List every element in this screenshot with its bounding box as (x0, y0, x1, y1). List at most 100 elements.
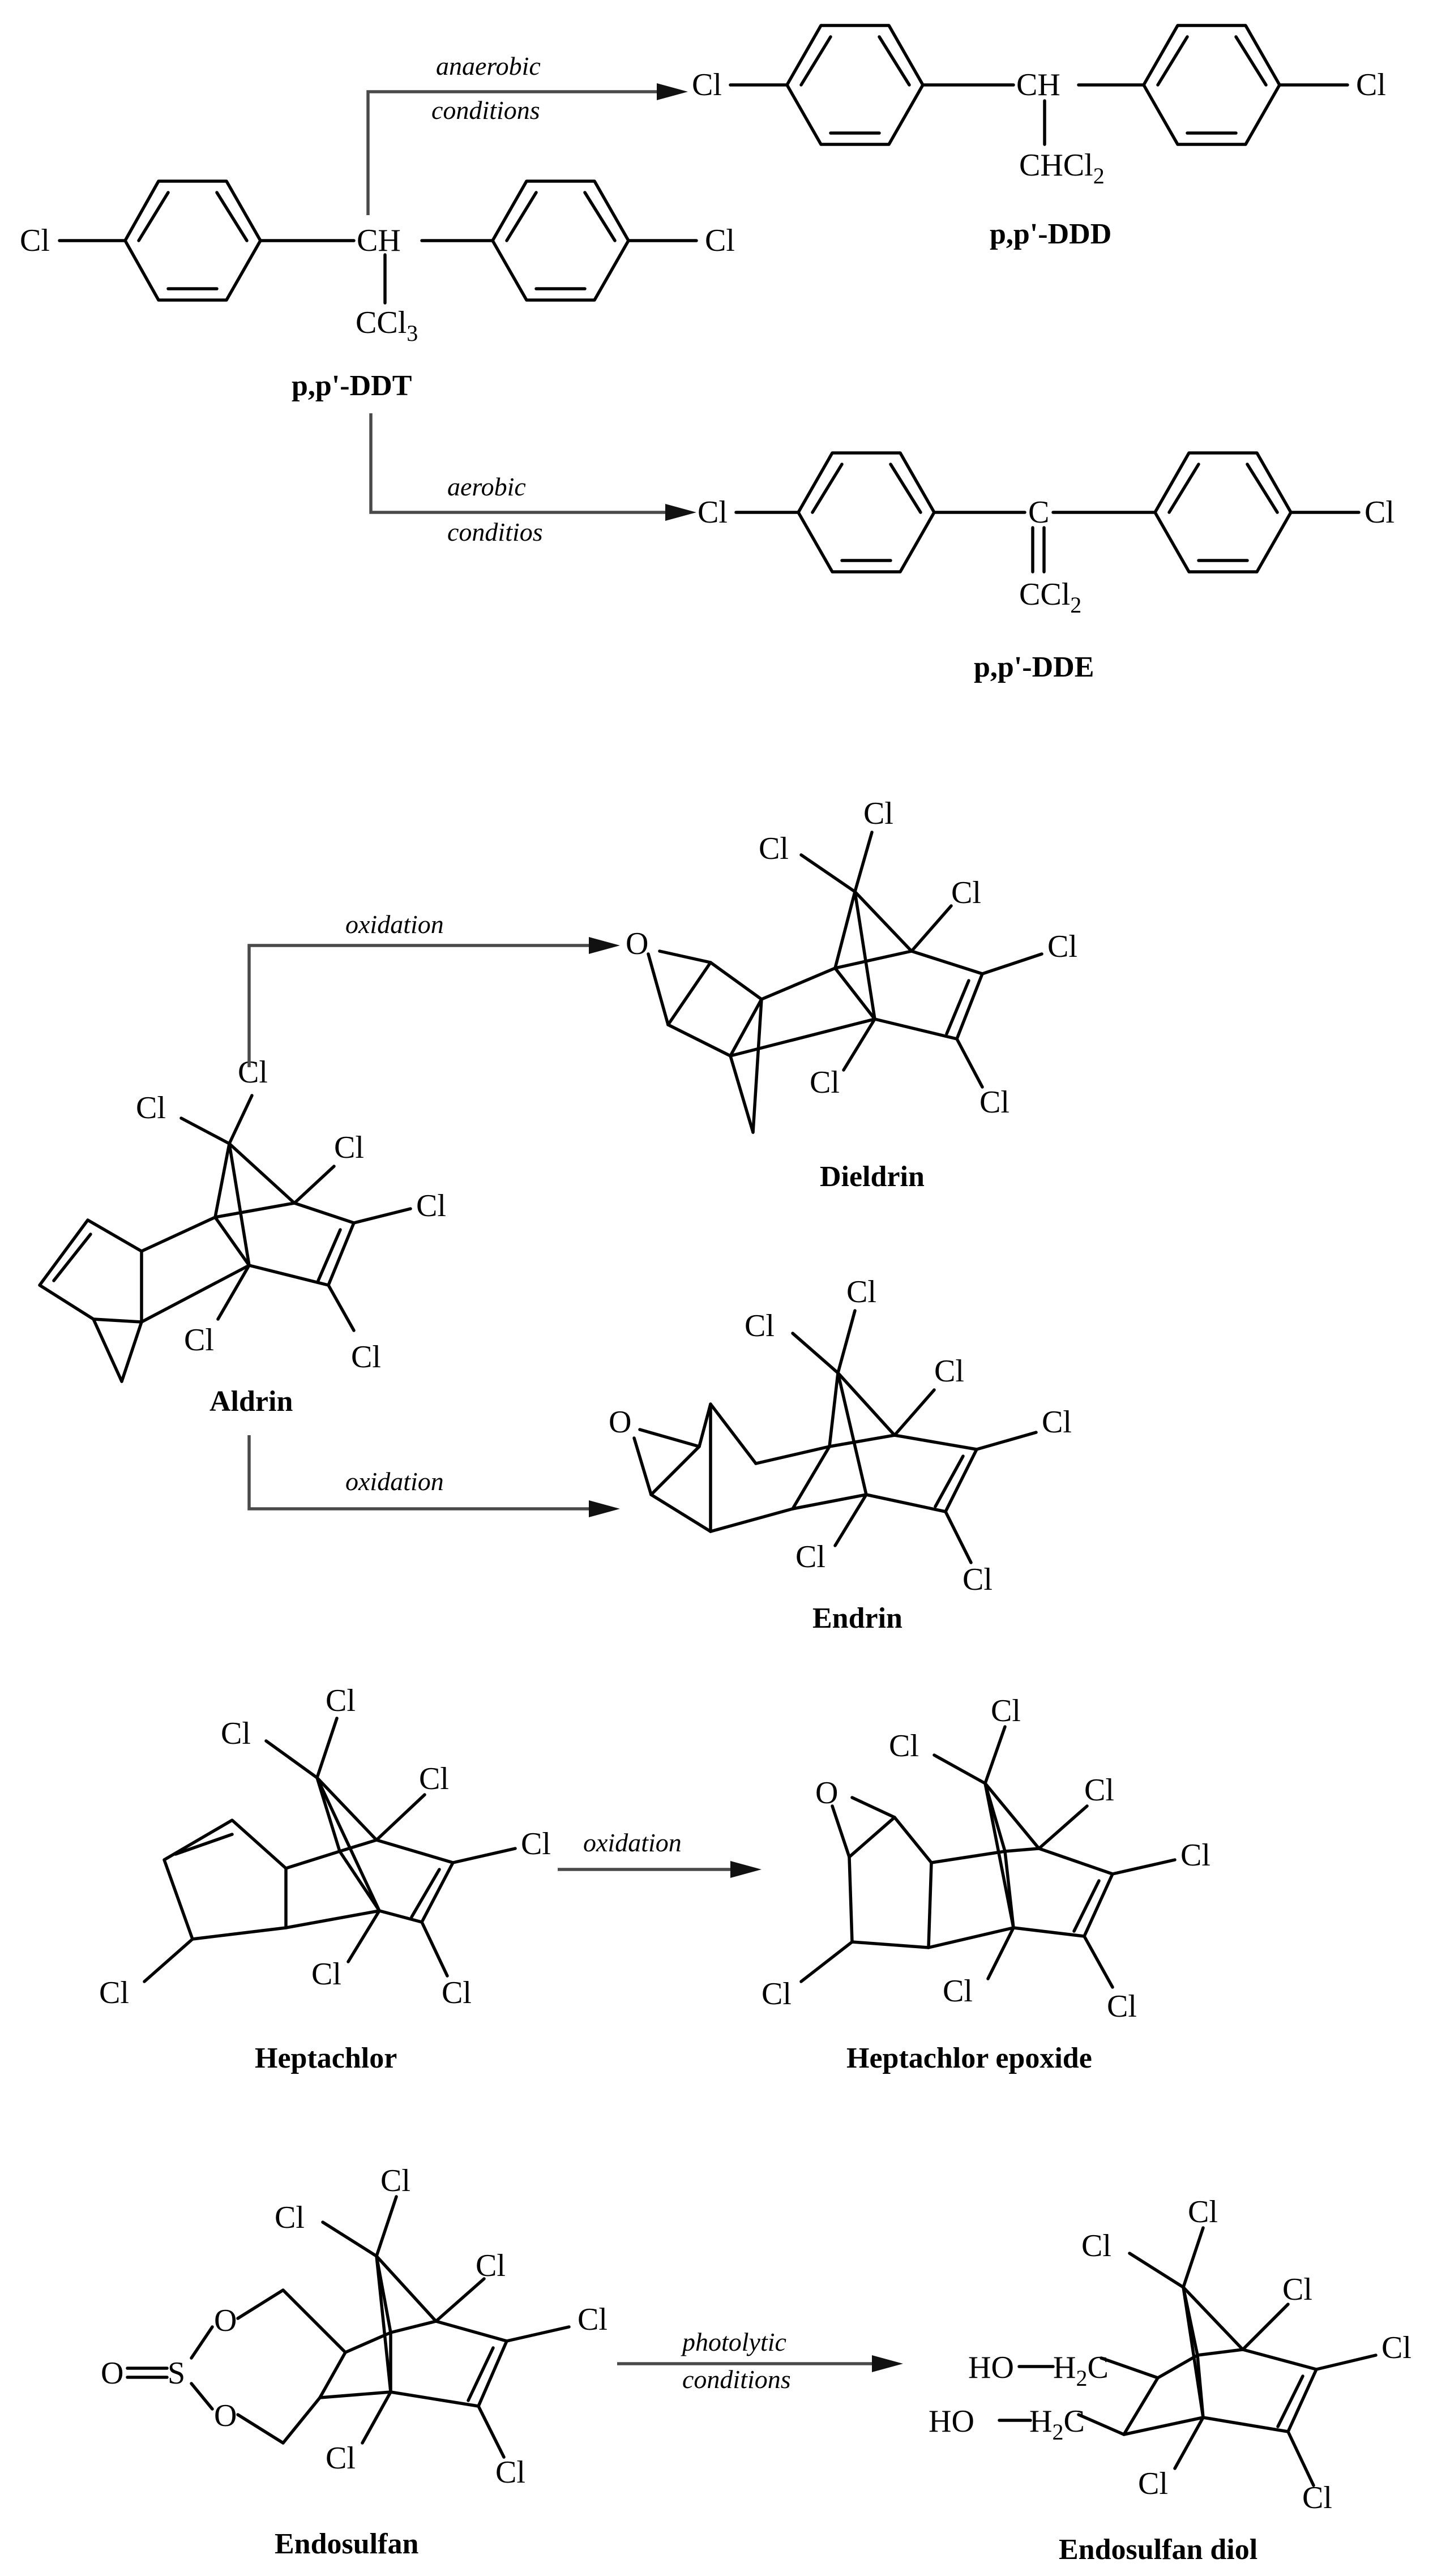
ddt-ch: CH (357, 223, 401, 258)
heptachlor-structure: Cl Cl Cl Cl Cl Cl Cl (99, 1683, 551, 2010)
endosulfan-diol-ch2-1: H2C (1053, 2350, 1109, 2391)
aldrin-name: Aldrin (209, 1385, 293, 1418)
ddd-structure: Cl CH CHCl2 Cl (692, 24, 1386, 189)
dde-cl-left: Cl (698, 495, 728, 530)
endosulfan-diol-ho-2: HO (929, 2404, 974, 2439)
arrow-ddt-to-ddd (366, 83, 688, 215)
condition-conditions-ddd: conditions (431, 96, 540, 125)
condition-conditios: conditios (447, 517, 543, 546)
endrin-cl-1: Cl (846, 1274, 876, 1310)
dde-ccl: CCl2 (1019, 577, 1081, 618)
heptachlor-cl-2: Cl (221, 1716, 251, 1751)
ddd-chcl: CHCl2 (1019, 148, 1105, 189)
aldrin-cl-5: Cl (184, 1323, 214, 1358)
heptachlor-cl-4: Cl (521, 1826, 551, 1862)
endosulfan-diol-ho-1: HO (968, 2350, 1014, 2385)
dieldrin-cl-6: Cl (979, 1085, 1009, 1120)
dde-name: p,p'-DDE (974, 651, 1094, 683)
heptachlor-epoxide-cl-5: Cl (762, 1976, 792, 2012)
arrow-ddt-to-dde (369, 413, 696, 521)
dde-structure: Cl C CCl2 Cl (698, 451, 1394, 618)
condition-anaerobic: anaerobic (436, 52, 541, 80)
arrow-aldrin-to-dieldrin (247, 937, 620, 1067)
condition-photolytic: photolytic (681, 2327, 786, 2356)
heptachlor-cl-5: Cl (99, 1975, 129, 2010)
heptachlor-cl-1: Cl (326, 1683, 356, 1718)
dieldrin-cl-2: Cl (759, 831, 789, 866)
ddt-cl-left: Cl (20, 223, 50, 258)
endosulfan-diol-name: Endosulfan diol (1059, 2534, 1257, 2566)
endosulfan-diol-cl-1: Cl (1188, 2194, 1218, 2230)
dieldrin-cl-5: Cl (810, 1065, 840, 1100)
heptachlor-epoxide-name: Heptachlor epoxide (846, 2042, 1092, 2074)
endosulfan-diol-cl-4: Cl (1381, 2330, 1411, 2365)
ddd-ch: CH (1016, 67, 1060, 102)
endosulfan-cl-5: Cl (326, 2441, 356, 2476)
dieldrin-structure: O Cl Cl Cl Cl Cl Cl (626, 796, 1077, 1134)
arrow-endosulfan-to-diol (617, 2355, 903, 2372)
heptachlor-epoxide-structure: O Cl Cl Cl Cl Cl Cl Cl (762, 1693, 1210, 2024)
dieldrin-cl-4: Cl (1047, 929, 1077, 964)
endosulfan-cl-3: Cl (476, 2248, 506, 2283)
endosulfan-cl-2: Cl (275, 2200, 305, 2235)
endosulfan-o-double: O (101, 2356, 123, 2391)
ddt-cl-right: Cl (705, 223, 735, 258)
endosulfan-diol-ch2-2: H2C (1029, 2404, 1085, 2445)
endrin-structure: O Cl Cl Cl Cl Cl Cl (609, 1274, 1072, 1597)
heptachlor-epoxide-o: O (815, 1775, 838, 1811)
condition-oxidation-dieldrin: oxidation (345, 910, 444, 939)
heptachlor-cl-6: Cl (311, 1957, 341, 1992)
condition-aerobic: aerobic (447, 472, 526, 501)
endosulfan-cl-1: Cl (380, 2163, 410, 2198)
endrin-cl-3: Cl (934, 1354, 964, 1389)
endosulfan-cl-6: Cl (495, 2455, 525, 2490)
dde-c: C (1028, 495, 1049, 530)
heptachlor-epoxide-cl-2: Cl (889, 1728, 919, 1764)
endosulfan-structure: O S O O Cl Cl Cl Cl Cl Cl (101, 2163, 608, 2490)
ddt-ccl: CCl3 (356, 305, 418, 346)
endrin-cl-6: Cl (963, 1562, 993, 1597)
heptachlor-cl-3: Cl (419, 1761, 449, 1796)
endrin-name: Endrin (812, 1602, 902, 1634)
dieldrin-o: O (626, 926, 648, 961)
endosulfan-diol-cl-5: Cl (1138, 2466, 1168, 2501)
heptachlor-cl-7: Cl (442, 1975, 472, 2010)
aldrin-cl-6: Cl (351, 1340, 381, 1375)
aldrin-cl-2: Cl (136, 1090, 166, 1126)
dieldrin-cl-3: Cl (951, 875, 981, 910)
dieldrin-cl-1: Cl (863, 796, 893, 831)
aldrin-cl-4: Cl (416, 1188, 446, 1223)
ddt-structure: Cl CH CCl3 Cl (20, 179, 735, 346)
aldrin-structure: Cl Cl Cl Cl Cl Cl (38, 1055, 446, 1383)
endrin-o: O (609, 1405, 631, 1440)
heptachlor-epoxide-cl-7: Cl (1107, 1989, 1137, 2024)
endrin-cl-2: Cl (745, 1308, 775, 1343)
endrin-cl-4: Cl (1042, 1405, 1072, 1440)
condition-oxidation-heptachlor: oxidation (583, 1828, 682, 1857)
endosulfan-diol-cl-6: Cl (1302, 2480, 1332, 2515)
arrow-aldrin-to-endrin (247, 1435, 620, 1517)
ddd-cl-left: Cl (692, 67, 722, 102)
endosulfan-diol-structure: HO H2C HO H2C Cl Cl Cl Cl Cl Cl (929, 2194, 1411, 2515)
heptachlor-epoxide-cl-6: Cl (943, 1974, 973, 2009)
endosulfan-o-2: O (214, 2398, 237, 2433)
condition-conditions-diol: conditions (682, 2365, 791, 2394)
endosulfan-name: Endosulfan (275, 2528, 418, 2560)
heptachlor-epoxide-cl-1: Cl (991, 1693, 1021, 1728)
ddt-name: p,p'-DDT (292, 370, 412, 402)
condition-oxidation-endrin: oxidation (345, 1467, 444, 1496)
aldrin-cl-3: Cl (334, 1130, 364, 1165)
heptachlor-name: Heptachlor (255, 2042, 397, 2074)
endrin-cl-5: Cl (795, 1539, 825, 1574)
arrow-heptachlor-to-epoxide (558, 1861, 762, 1878)
heptachlor-epoxide-cl-4: Cl (1180, 1838, 1210, 1873)
endosulfan-o-1: O (214, 2303, 237, 2338)
dde-cl-right: Cl (1364, 495, 1394, 530)
endosulfan-s: S (168, 2356, 185, 2391)
ddd-name: p,p'-DDD (990, 218, 1111, 250)
endosulfan-cl-4: Cl (578, 2302, 608, 2337)
dieldrin-name: Dieldrin (820, 1161, 925, 1193)
aldrin-cl-1: Cl (238, 1055, 268, 1090)
heptachlor-epoxide-cl-3: Cl (1084, 1773, 1114, 1808)
